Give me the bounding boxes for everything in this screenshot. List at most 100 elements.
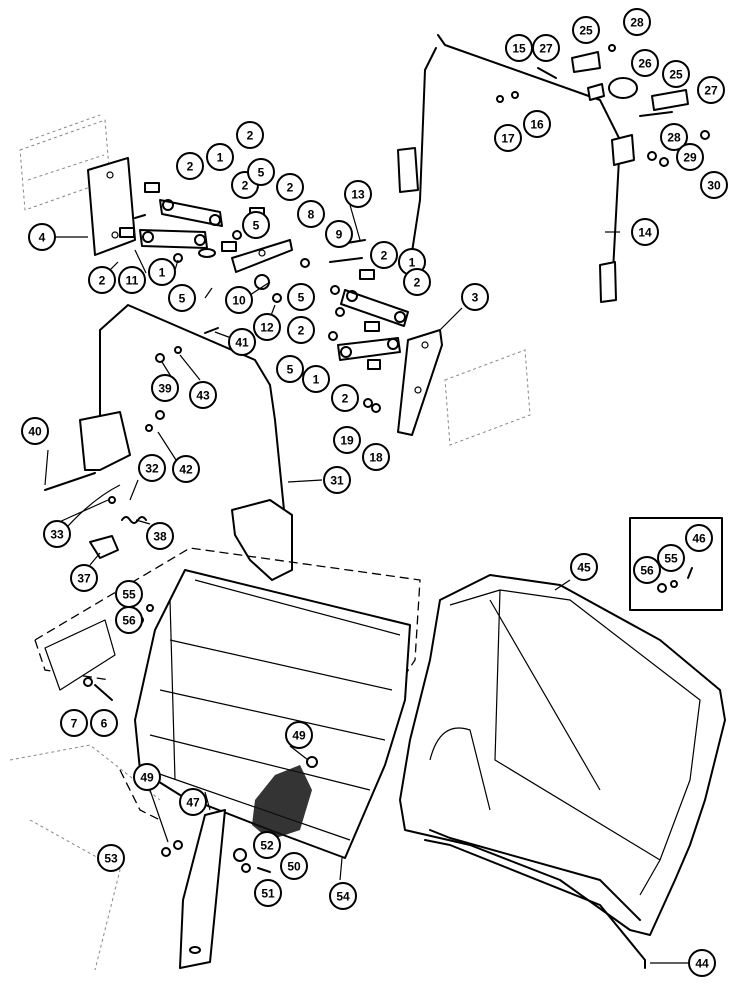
callout-circle (70, 564, 98, 592)
callout-number: 56 (640, 564, 654, 578)
callout-number: 6 (101, 717, 108, 731)
callout-number: 2 (342, 392, 349, 406)
callout-49: 49 (133, 763, 161, 791)
callout-circle (287, 283, 315, 311)
callout-number: 50 (287, 860, 301, 874)
callout-28: 28 (660, 123, 688, 151)
callout-circle (523, 110, 551, 138)
nut-9 (300, 258, 310, 268)
callout-number: 12 (260, 321, 274, 335)
upper-hardware (496, 44, 710, 167)
callout-6: 6 (90, 709, 118, 737)
bolt-50 (257, 867, 271, 873)
grommet-49b (173, 840, 183, 850)
callout-2: 2 (88, 266, 116, 294)
callout-number: 5 (258, 166, 265, 180)
callout-number: 28 (667, 131, 681, 145)
callout-number: 25 (579, 24, 593, 38)
grommet-49a (306, 756, 318, 768)
callout-51: 51 (254, 879, 282, 907)
callout-circle (362, 443, 390, 471)
callout-circle (280, 852, 308, 880)
callout-46: 46 (685, 524, 713, 552)
callout-number: 49 (140, 771, 154, 785)
callout-47: 47 (179, 788, 207, 816)
nut-51 (241, 863, 251, 873)
callout-17: 17 (494, 124, 522, 152)
callout-number: 5 (287, 363, 294, 377)
callout-circle (146, 522, 174, 550)
link-arm-upper-right (340, 289, 409, 327)
bushings-left (119, 182, 265, 263)
callout-circle (242, 211, 270, 239)
callout-3: 3 (461, 283, 489, 311)
callout-9: 9 (325, 220, 353, 248)
callout-circle (225, 286, 253, 314)
callout-number: 7 (71, 717, 78, 731)
callout-circle (90, 709, 118, 737)
callout-45: 45 (570, 553, 598, 581)
callout-circle (253, 313, 281, 341)
callout-circle (254, 879, 282, 907)
callout-number: 51 (261, 887, 275, 901)
bracket-47 (179, 809, 226, 969)
callout-number: 26 (638, 57, 652, 71)
callout-2: 2 (331, 384, 359, 412)
callout-number: 25 (669, 68, 683, 82)
callout-2: 2 (176, 152, 204, 180)
callout-number: 2 (99, 274, 106, 288)
nut-39 (155, 353, 165, 363)
callout-number: 43 (196, 389, 210, 403)
callout-number: 33 (50, 528, 64, 542)
nut-39b (155, 410, 165, 420)
plate-8 (231, 239, 293, 273)
callout-circle (138, 454, 166, 482)
callout-44: 44 (688, 949, 716, 977)
right-upright-bracket (397, 329, 531, 446)
callout-circle (570, 553, 598, 581)
callout-circle (344, 180, 372, 208)
seat-cushion-45 (399, 574, 726, 936)
nut-12 (272, 293, 282, 303)
callout-number: 53 (104, 852, 118, 866)
callout-number: 47 (186, 796, 200, 810)
callout-circle (657, 544, 685, 572)
callout-52: 52 (253, 831, 281, 859)
callout-16: 16 (523, 110, 551, 138)
callout-circle (151, 374, 179, 402)
callout-1: 1 (206, 143, 234, 171)
callout-28: 28 (623, 8, 651, 36)
callout-circle (685, 524, 713, 552)
callout-circle (403, 268, 431, 296)
link-arm-lower-right (337, 337, 401, 361)
callout-circle (329, 882, 357, 910)
callout-38: 38 (146, 522, 174, 550)
callout-11: 11 (118, 266, 146, 294)
callout-10: 10 (225, 286, 253, 314)
callout-4: 4 (28, 223, 56, 251)
callout-number: 39 (158, 382, 172, 396)
callout-5: 5 (247, 158, 275, 186)
callout-31: 31 (323, 466, 351, 494)
callout-26: 26 (631, 49, 659, 77)
callout-number: 56 (122, 614, 136, 628)
callout-number: 11 (126, 274, 139, 288)
bolt-40 (44, 472, 96, 491)
callout-5: 5 (276, 355, 304, 383)
spring-38 (121, 516, 147, 524)
callout-43: 43 (189, 381, 217, 409)
callout-number: 27 (539, 42, 553, 56)
callout-number: 29 (683, 151, 697, 165)
nut-33 (108, 496, 116, 504)
callout-18: 18 (362, 443, 390, 471)
callout-2: 2 (276, 173, 304, 201)
callout-32: 32 (138, 454, 166, 482)
link-arm-upper-left (159, 199, 223, 227)
pin-9 (329, 257, 363, 263)
callout-number: 18 (369, 451, 383, 465)
dashed-envelope (34, 547, 421, 821)
callout-circle (494, 124, 522, 152)
callout-circle (287, 316, 315, 344)
